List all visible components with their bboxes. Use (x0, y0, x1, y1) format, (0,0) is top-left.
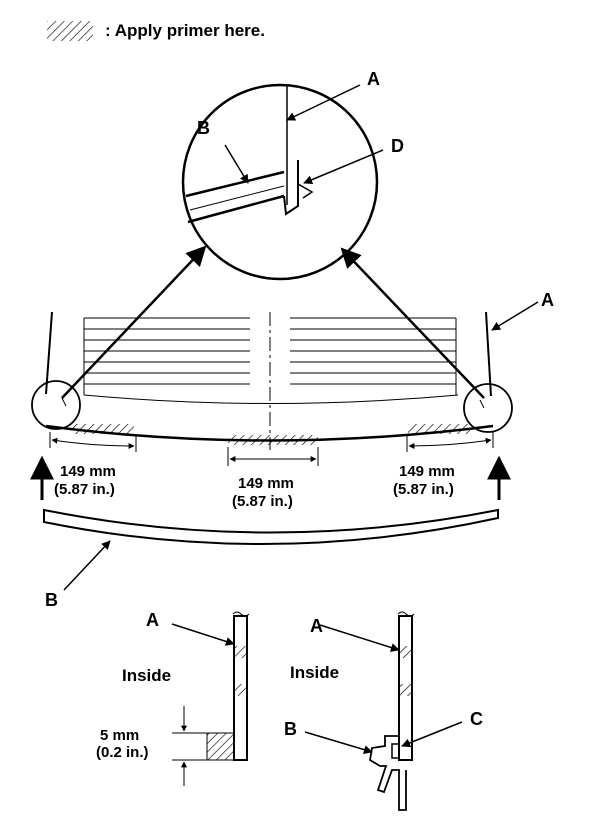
section-right-callout-b: B (284, 719, 297, 739)
dim-right-in: (5.87 in.) (393, 481, 454, 498)
section-left-inside: Inside (122, 666, 171, 685)
dim-bead-mm: 5 mm (100, 727, 139, 744)
dim-left-mm: 149 mm (60, 463, 116, 480)
main-callout-b: B (45, 590, 58, 610)
arrow-to-detail-right (340, 247, 485, 399)
molding-b-strip (43, 508, 499, 545)
detail-clip-d (283, 160, 299, 216)
section-right-callout-a: A (310, 616, 323, 636)
primer-zone-left (72, 424, 134, 434)
primer-zone-right (408, 424, 470, 434)
corner-circle-right (463, 383, 513, 433)
section-left-primer-band (206, 732, 235, 761)
detail-molding-b (185, 170, 285, 198)
arrow-to-detail-left (61, 245, 207, 399)
rear-window (30, 245, 539, 591)
section-right-molding-b (369, 735, 407, 811)
legend: : Apply primer here. (47, 21, 265, 41)
dim-bead-in: (0.2 in.) (96, 744, 149, 761)
section-left-callout-a: A (146, 610, 159, 630)
section-right-clip-c (391, 743, 400, 759)
section-view-right (304, 611, 463, 811)
corner-circle-left (31, 380, 81, 430)
section-left-glass (233, 615, 248, 761)
dim-left-in: (5.87 in.) (54, 481, 115, 498)
section-view-left (171, 611, 250, 786)
legend-hatch-swatch (47, 21, 93, 41)
detail-circle (181, 83, 379, 281)
legend-text: : Apply primer here. (105, 21, 265, 40)
dim-center-in: (5.87 in.) (232, 493, 293, 510)
detail-callout-a: A (367, 69, 380, 89)
detail-zoom-bubble (181, 83, 384, 281)
detail-callout-d: D (391, 136, 404, 156)
dimension-arrows (49, 432, 494, 466)
primer-zone-center (228, 435, 318, 445)
defroster-grid (83, 317, 459, 404)
dim-center-mm: 149 mm (238, 475, 294, 492)
detail-callout-b: B (197, 118, 210, 138)
main-callout-a: A (541, 290, 554, 310)
section-right-callout-c: C (470, 709, 483, 729)
dim-right-mm: 149 mm (399, 463, 455, 480)
section-right-glass (398, 615, 413, 761)
section-right-inside: Inside (290, 663, 339, 682)
